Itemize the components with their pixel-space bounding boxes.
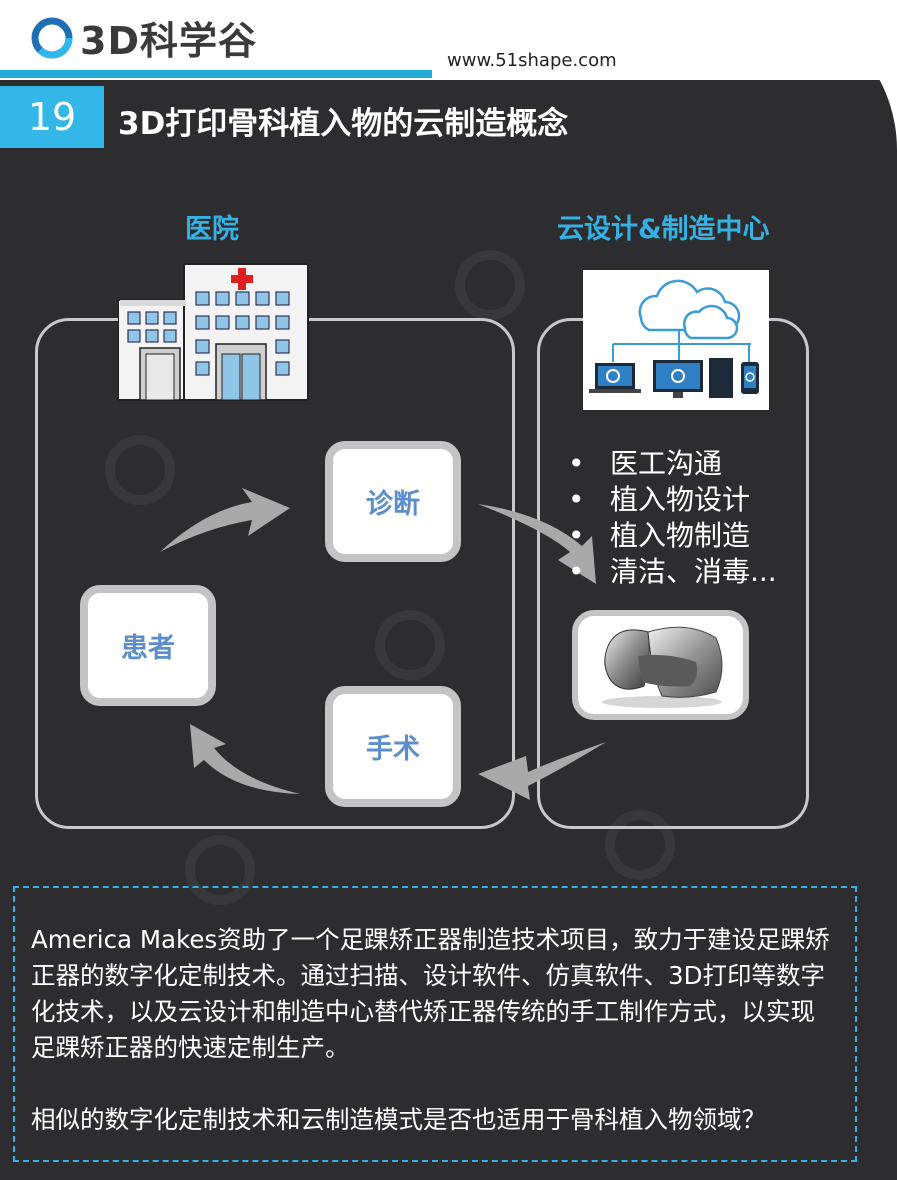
node-surgery: 手术 xyxy=(325,686,461,807)
cloud-network-icon xyxy=(589,279,759,398)
arrow-surgery-to-patient xyxy=(190,724,300,794)
knee-implant-icon xyxy=(602,626,723,708)
slide-number: 19 xyxy=(0,86,104,148)
arrow-cloud-to-surgery xyxy=(478,742,606,800)
list-item: •清洁、消毒... xyxy=(568,555,777,588)
node-patient: 患者 xyxy=(80,585,216,706)
implant-image xyxy=(572,610,749,720)
hospital-icon xyxy=(118,263,309,401)
brand-logo: 3D科学谷 xyxy=(30,10,257,65)
question-paragraph: 相似的数字化定制技术和云制造模式是否也适用于骨科植入物领域？ xyxy=(31,1105,766,1134)
logo-ring-icon xyxy=(31,17,73,58)
list-item: •医工沟通 xyxy=(568,447,723,480)
description-box: America Makes资助了一个足踝矫正器制造技术项目，致力于建设足踝矫正器… xyxy=(13,886,857,1162)
header-bar xyxy=(0,0,897,80)
description-paragraph: America Makes资助了一个足踝矫正器制造技术项目，致力于建设足踝矫正器… xyxy=(31,925,830,1062)
hospital-label: 医院 xyxy=(185,214,239,245)
node-diagnosis: 诊断 xyxy=(325,441,461,562)
website-url: www.51shape.com xyxy=(447,50,617,71)
cloud-task-list: •医工沟通 •植入物设计 •植入物制造 •清洁、消毒... xyxy=(568,446,777,590)
list-item: •植入物设计 xyxy=(568,483,751,516)
cloud-center-label: 云设计&制造中心 xyxy=(557,214,770,245)
list-item: •植入物制造 xyxy=(568,519,751,552)
slide-title: 3D打印骨科植入物的云制造概念 xyxy=(118,106,569,142)
arrow-patient-to-diagnosis xyxy=(160,488,290,552)
header-accent-line xyxy=(0,70,432,78)
cloud-computing-image xyxy=(583,270,769,410)
logo-text: 3D科学谷 xyxy=(80,19,257,63)
arrow-diagnosis-to-cloud xyxy=(478,504,596,584)
